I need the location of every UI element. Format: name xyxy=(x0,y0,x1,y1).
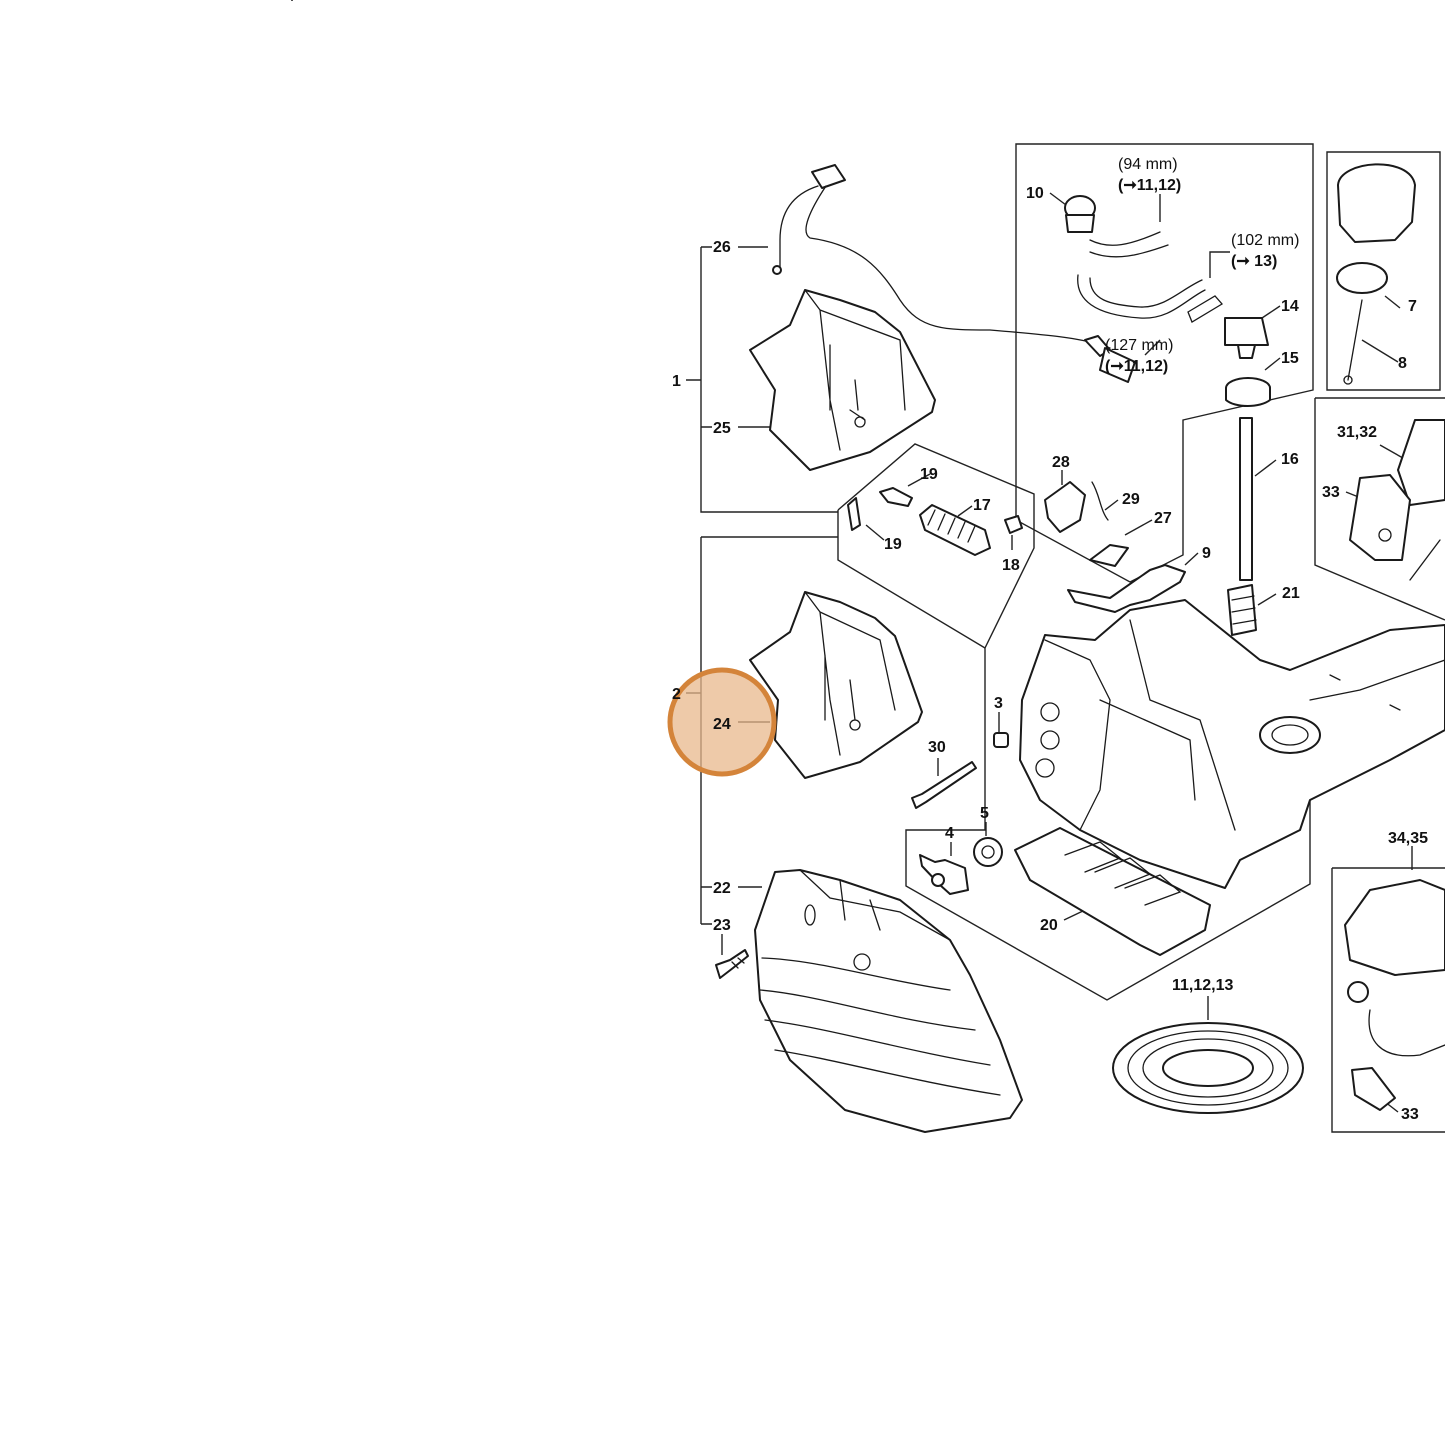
callout-11-12-13[interactable]: 11,12,13 xyxy=(1172,977,1234,994)
carburetor xyxy=(1349,419,1445,581)
tray-20 xyxy=(1014,827,1211,956)
callout-5[interactable]: 5 xyxy=(980,805,989,822)
housing-group-frame xyxy=(837,443,1311,1001)
callout-28[interactable]: 28 xyxy=(1052,454,1070,471)
callout-19-lower[interactable]: 19 xyxy=(884,536,902,553)
vent-valve-10 xyxy=(1064,195,1096,233)
carburetor-frame xyxy=(1314,397,1445,621)
hose-notes: (94 mm) (➞11,12) (102 mm) (➞ 13) (127 mm… xyxy=(1105,156,1299,375)
callout-24[interactable]: 24 xyxy=(713,716,731,733)
hose-127-ref: (➞11,12) xyxy=(1105,358,1168,375)
choke-parts xyxy=(1044,481,1129,567)
hose-102-ref: (➞ 13) xyxy=(1231,253,1277,270)
callout-34-35[interactable]: 34,35 xyxy=(1388,830,1428,847)
screw-19a xyxy=(879,487,913,507)
cover-22 xyxy=(754,869,1023,1133)
hose-127-length: (127 mm) xyxy=(1105,337,1173,354)
callout-27[interactable]: 27 xyxy=(1154,510,1172,527)
callout-31-32[interactable]: 31,32 xyxy=(1337,424,1377,441)
suction-hose-16 xyxy=(1239,417,1253,581)
plug-3 xyxy=(993,732,1009,748)
hose-coil-11-12-13 xyxy=(1112,1022,1304,1114)
primer-pump-14 xyxy=(1224,317,1269,359)
callout-labels: 1 2 3 4 5 7 8 9 10 14 15 16 17 18 19 19 … xyxy=(672,185,1428,1123)
callout-21[interactable]: 21 xyxy=(1282,585,1300,602)
callout-19-upper[interactable]: 19 xyxy=(920,466,938,483)
callout-15[interactable]: 15 xyxy=(1281,350,1299,367)
callout-18[interactable]: 18 xyxy=(1002,557,1020,574)
callout-22[interactable]: 22 xyxy=(713,880,731,897)
hose-102-length: (102 mm) xyxy=(1231,232,1299,249)
hose-group-frame xyxy=(1015,143,1314,583)
bracket-1 xyxy=(686,246,838,513)
hose-94-length: (94 mm) xyxy=(1118,156,1178,173)
valve-4 xyxy=(919,854,969,895)
screw-30 xyxy=(911,761,977,809)
callout-26[interactable]: 26 xyxy=(713,239,731,256)
callout-25[interactable]: 25 xyxy=(713,420,731,437)
shroud-25 xyxy=(749,289,936,471)
callout-9[interactable]: 9 xyxy=(1202,545,1211,562)
callout-33-upper[interactable]: 33 xyxy=(1322,484,1340,501)
callout-14[interactable]: 14 xyxy=(1281,298,1299,315)
callout-7[interactable]: 7 xyxy=(1408,298,1417,315)
main-housing xyxy=(1019,599,1445,889)
fuel-hoses xyxy=(1077,231,1224,323)
callout-8[interactable]: 8 xyxy=(1398,355,1407,372)
callout-33-lower[interactable]: 33 xyxy=(1401,1106,1419,1123)
bracket-9 xyxy=(1067,564,1186,613)
seal-5 xyxy=(973,837,1003,867)
callout-1[interactable]: 1 xyxy=(672,373,681,390)
shroud-24 xyxy=(749,591,923,779)
callout-30[interactable]: 30 xyxy=(928,739,946,756)
gasket-frame xyxy=(1331,867,1445,1133)
parts xyxy=(291,0,1445,1133)
tank-cap-frame xyxy=(1326,151,1441,391)
callout-3[interactable]: 3 xyxy=(994,695,1003,712)
callout-29[interactable]: 29 xyxy=(1122,491,1140,508)
grommet-15 xyxy=(1225,377,1271,407)
highlight-circle xyxy=(667,667,777,777)
callout-17[interactable]: 17 xyxy=(973,497,991,514)
impulse-hose-17 xyxy=(919,504,991,556)
callout-10[interactable]: 10 xyxy=(1026,185,1044,202)
callout-20[interactable]: 20 xyxy=(1040,917,1058,934)
callout-23[interactable]: 23 xyxy=(713,917,731,934)
screw-18 xyxy=(1004,515,1023,534)
callout-16[interactable]: 16 xyxy=(1281,451,1299,468)
callout-2[interactable]: 2 xyxy=(672,686,681,703)
callout-4[interactable]: 4 xyxy=(945,825,954,842)
tank-cap xyxy=(1336,163,1416,385)
screw-23 xyxy=(715,949,749,979)
fuel-filter-21 xyxy=(1227,584,1257,636)
screw-19b xyxy=(847,497,861,531)
hose-94-ref: (➞11,12) xyxy=(1118,177,1181,194)
wiring-harness-26 xyxy=(291,0,1136,383)
gaskets xyxy=(1344,879,1445,1111)
